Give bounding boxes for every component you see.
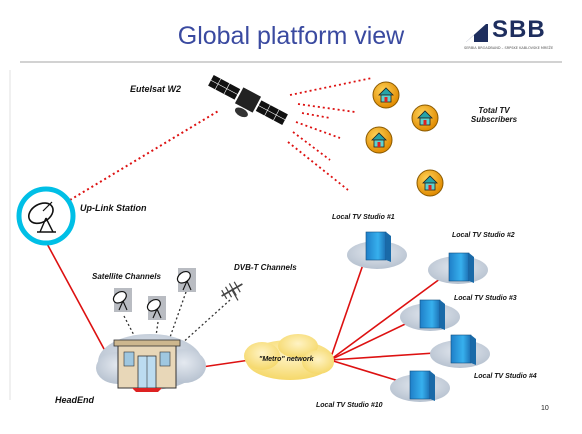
studio-2 — [428, 252, 488, 284]
studio-4 — [430, 334, 490, 368]
link-studio-4 — [329, 351, 451, 361]
studio-3-label: Local TV Studio #3 — [454, 295, 517, 302]
studio-4-label: Local TV Studio #4 — [474, 373, 537, 380]
house-icon — [411, 104, 439, 132]
downlink-beams — [287, 77, 373, 191]
subscribers-label: Total TV Subscribers — [462, 106, 526, 124]
dvbt-channels-label: DVB-T Channels — [234, 263, 297, 272]
house-icon — [365, 126, 393, 154]
beam-3 — [301, 112, 331, 119]
dish-icon — [146, 296, 166, 320]
studio-10 — [390, 370, 450, 402]
beam-2 — [297, 103, 356, 113]
studio-building-icon — [450, 334, 476, 365]
sbb-logo: SBB SERBIA BROADBAND – SRPSKE KABLOVSKE … — [464, 16, 554, 56]
studio-3 — [400, 299, 460, 331]
metro-cloud-icon — [244, 334, 334, 380]
slide-title: Global platform view — [177, 22, 405, 50]
studio-1 — [347, 231, 407, 269]
satellite-icon — [208, 74, 288, 126]
page-number: 10 — [541, 405, 549, 412]
antenna-feeds — [123, 291, 231, 346]
satellite-label: Eutelsat W2 — [130, 84, 182, 94]
uplink-label: Up-Link Station — [80, 203, 147, 213]
headend-building-icon — [113, 339, 181, 392]
dish-icon — [176, 268, 196, 292]
subscribers-label-line2: Subscribers — [470, 115, 518, 124]
logo-mark-icon — [466, 24, 488, 42]
link-studio-1 — [329, 252, 368, 361]
subscribers-label-line1: Total TV — [478, 106, 510, 115]
studio-building-icon — [365, 231, 391, 262]
studio-10-label: Local TV Studio #10 — [316, 402, 383, 409]
beam-4 — [295, 121, 341, 139]
antenna-icon — [221, 281, 243, 301]
uplink-beam — [69, 109, 221, 201]
satellite-channels-label: Satellite Channels — [92, 272, 161, 281]
studio-1-label: Local TV Studio #1 — [332, 214, 395, 221]
headend-label: HeadEnd — [55, 395, 95, 405]
house-icon — [416, 169, 444, 197]
dish-icon — [112, 288, 132, 312]
house-icon — [372, 81, 400, 109]
uplink-to-headend — [44, 239, 111, 361]
logo-subtext: SERBIA BROADBAND – SRPSKE KABLOVSKE MREŽ… — [464, 46, 554, 50]
studio-building-icon — [419, 299, 445, 330]
studio-building-icon — [409, 370, 435, 401]
beam-1 — [289, 77, 373, 96]
beam-5 — [292, 131, 331, 161]
logo-text: SBB — [492, 16, 546, 43]
link-studio-2 — [329, 269, 453, 361]
studio-building-icon — [448, 252, 474, 283]
uplink-station-icon — [16, 186, 76, 246]
studio-2-label: Local TV Studio #2 — [452, 232, 515, 239]
metro-label: "Metro" network — [259, 356, 314, 363]
beam-6 — [287, 141, 349, 191]
